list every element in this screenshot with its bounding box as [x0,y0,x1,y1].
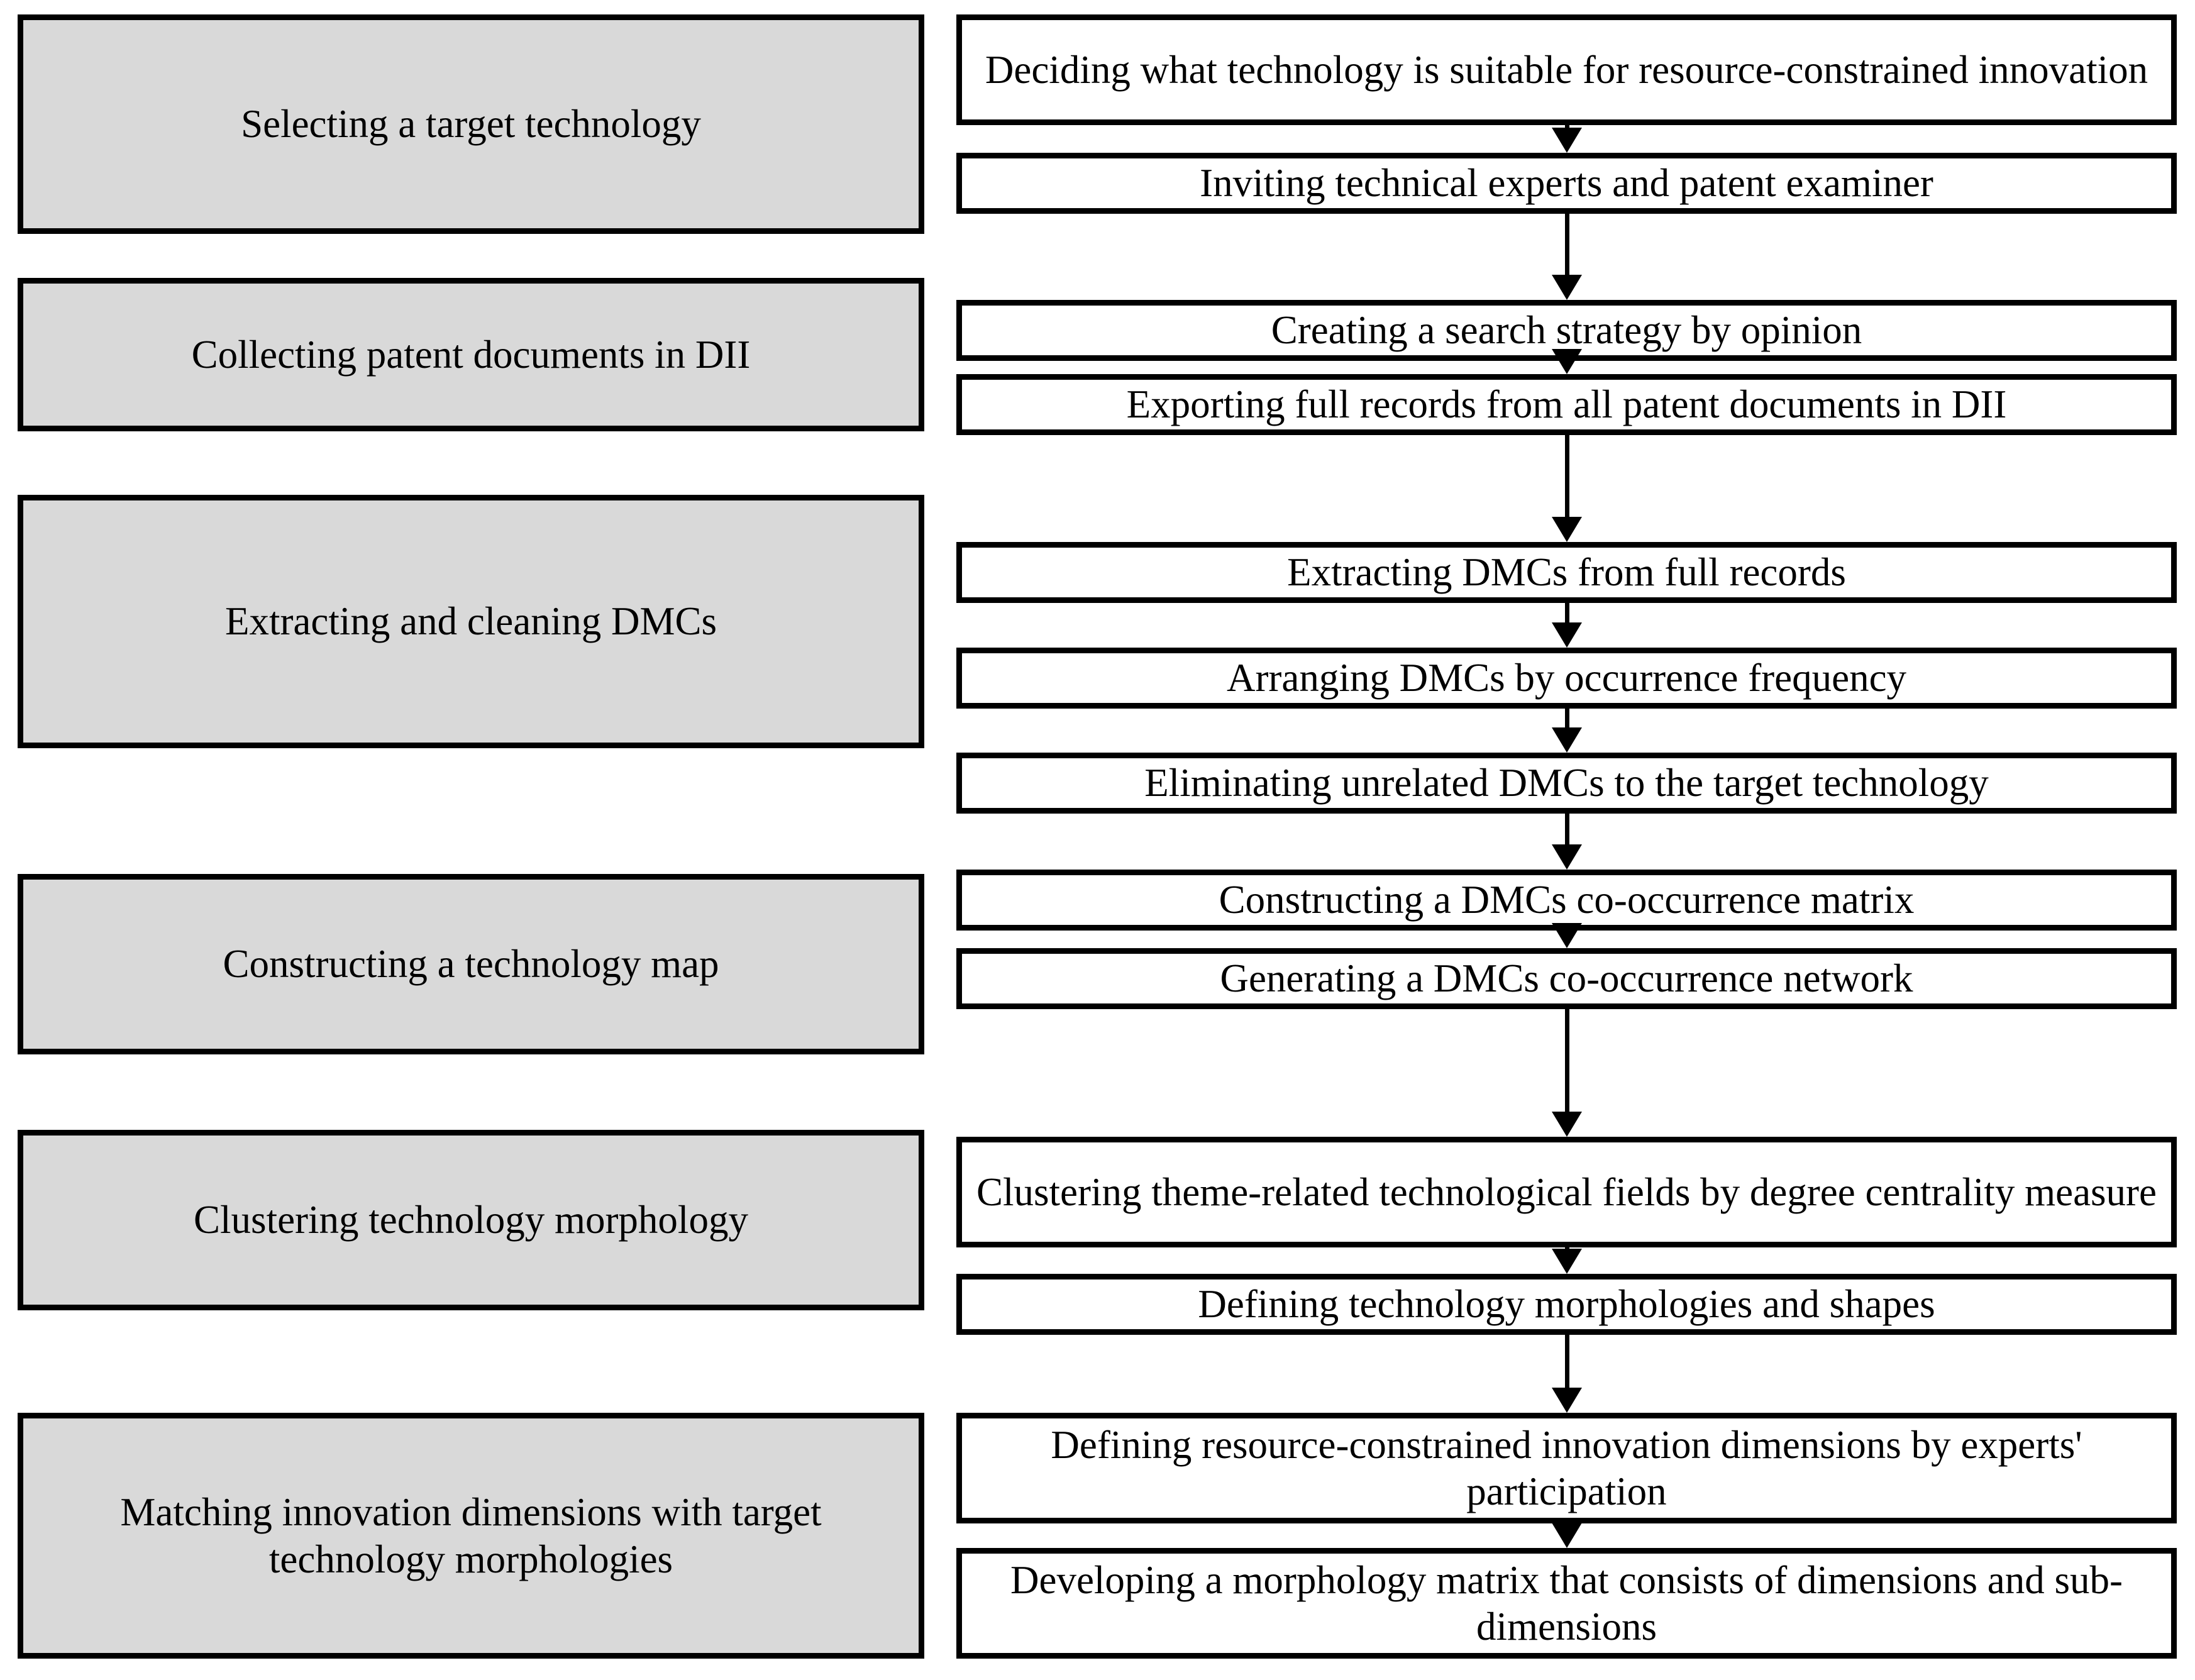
step-label: Eliminating unrelated DMCs to the target… [1144,761,1989,805]
step-label: Deciding what technology is suitable for… [985,47,2148,92]
step-label: Extracting DMCs from full records [1287,550,1846,595]
stage-label: Matching innovation dimensions with targ… [120,1490,822,1581]
stage-label: Selecting a target technology [241,102,701,146]
step-box-developing-morphology-matrix[interactable]: Developing a morphology matrix that cons… [956,1548,2177,1659]
step-box-constructing-co-occurrence-matrix[interactable]: Constructing a DMCs co-occurrence matrix [956,870,2177,931]
step-label: Arranging DMCs by occurrence frequency [1226,656,1907,700]
stage-box-constructing-a-technology-map[interactable]: Constructing a technology map [18,874,924,1054]
step-box-generating-co-occurrence-network[interactable]: Generating a DMCs co-occurrence network [956,948,2177,1009]
stage-box-matching-innovation-dimensions[interactable]: Matching innovation dimensions with targ… [18,1413,924,1659]
stage-label: Clustering technology morphology [194,1198,748,1242]
step-box-arranging-dmcs[interactable]: Arranging DMCs by occurrence frequency [956,648,2177,709]
step-box-extracting-dmcs[interactable]: Extracting DMCs from full records [956,542,2177,603]
step-label: Clustering theme-related technological f… [976,1169,2157,1214]
step-label: Creating a search strategy by opinion [1271,308,1862,353]
step-label: Generating a DMCs co-occurrence network [1220,956,1913,1001]
stage-label: Extracting and cleaning DMCs [224,599,717,644]
step-label: Exporting full records from all patent d… [1126,382,2007,427]
step-label: Developing a morphology matrix that cons… [1010,1557,2123,1649]
step-box-inviting-experts[interactable]: Inviting technical experts and patent ex… [956,153,2177,214]
step-label: Inviting technical experts and patent ex… [1200,161,1933,206]
stage-box-selecting-a-target-technology[interactable]: Selecting a target technology [18,14,924,234]
step-label: Defining resource-constrained innovation… [1051,1422,2082,1513]
stage-label: Collecting patent documents in DII [191,332,751,377]
step-label: Constructing a DMCs co-occurrence matrix [1219,878,1915,922]
step-box-exporting-full-records[interactable]: Exporting full records from all patent d… [956,374,2177,435]
stage-label: Constructing a technology map [223,942,719,986]
step-box-deciding-target-technology[interactable]: Deciding what technology is suitable for… [956,14,2177,125]
step-box-creating-search-strategy[interactable]: Creating a search strategy by opinion [956,300,2177,361]
stage-box-extracting-and-cleaning-dmcs[interactable]: Extracting and cleaning DMCs [18,495,924,748]
stage-box-collecting-patent-documents[interactable]: Collecting patent documents in DII [18,278,924,431]
step-box-eliminating-unrelated-dmcs[interactable]: Eliminating unrelated DMCs to the target… [956,753,2177,814]
step-box-defining-morphologies-and-shapes[interactable]: Defining technology morphologies and sha… [956,1274,2177,1335]
stage-box-clustering-technology-morphology[interactable]: Clustering technology morphology [18,1130,924,1310]
step-box-clustering-theme-related-fields[interactable]: Clustering theme-related technological f… [956,1137,2177,1247]
step-label: Defining technology morphologies and sha… [1198,1282,1935,1327]
step-box-defining-innovation-dimensions[interactable]: Defining resource-constrained innovation… [956,1413,2177,1523]
